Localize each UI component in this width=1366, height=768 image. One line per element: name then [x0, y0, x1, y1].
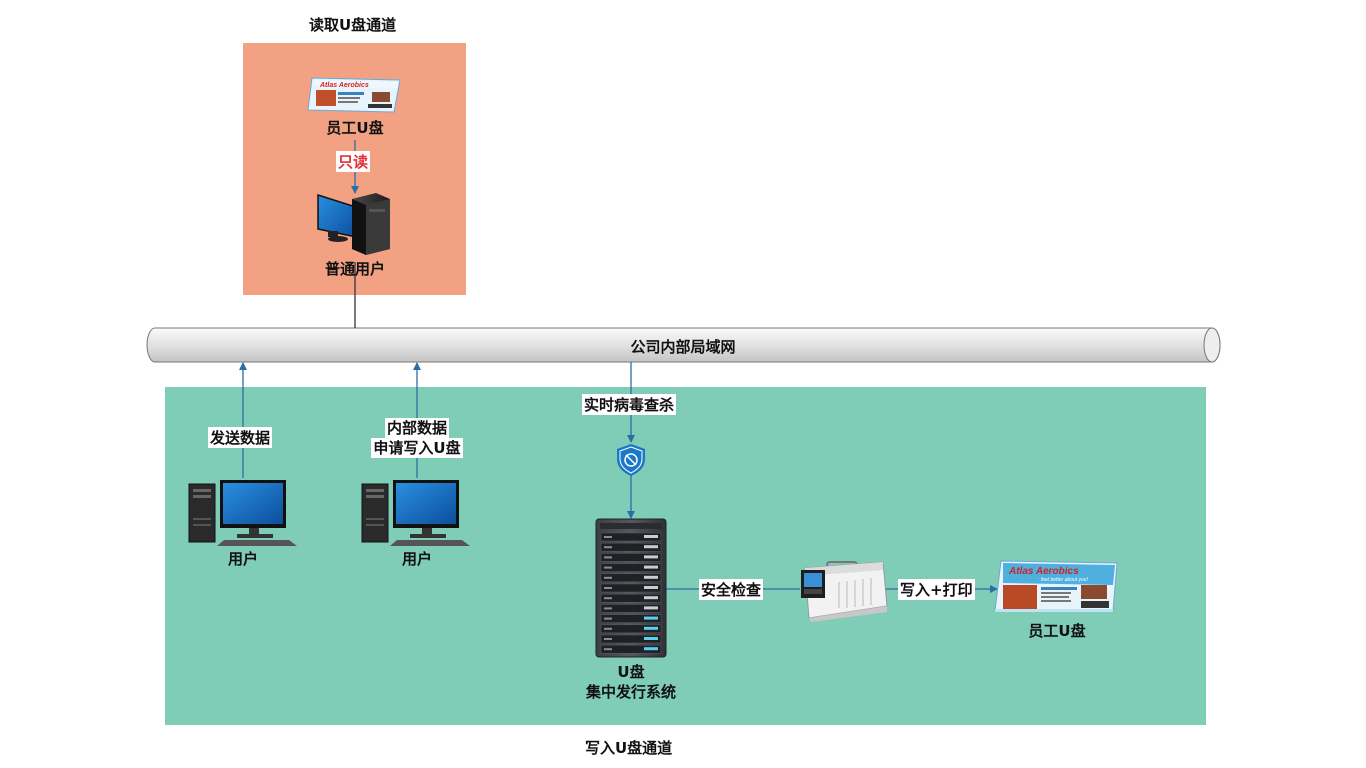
- read-channel-title: 读取U盘通道: [309, 16, 397, 34]
- server-bay-indicator: [604, 587, 612, 589]
- server-bay: [600, 593, 662, 603]
- server-bay: [600, 573, 662, 583]
- server-bay: [600, 532, 662, 542]
- server-bay-light: [644, 647, 658, 651]
- server-bay-light: [644, 596, 658, 600]
- write-channel-title: 写入U盘通道: [585, 739, 673, 757]
- server-bay-indicator: [604, 566, 612, 569]
- server-rack-icon: [595, 518, 667, 658]
- server-bay-light: [644, 545, 658, 549]
- internal-data-edge-label: 内部数据 申请写入U盘: [366, 418, 468, 458]
- server-bay: [600, 614, 662, 623]
- server-bay-light: [644, 626, 658, 630]
- svg-text:Atlas Aerobics: Atlas Aerobics: [319, 82, 369, 89]
- antivirus-edge-label: 实时病毒查杀: [582, 394, 677, 415]
- server-bay-light: [644, 565, 658, 569]
- card-icon: Atlas Aerobics feel better about you!: [994, 560, 1118, 612]
- server-bay: [600, 563, 662, 572]
- server-label-line2: 集中发行系统: [585, 683, 676, 701]
- server-bay-light: [644, 575, 658, 579]
- server-bay: [600, 624, 662, 634]
- network-pipe: [146, 327, 1221, 363]
- server-bay-light: [644, 535, 658, 538]
- server-bay-indicator: [604, 546, 612, 549]
- server-bay-light: [644, 586, 658, 589]
- server-bay: [600, 634, 662, 644]
- user1-label: 用户: [227, 550, 258, 568]
- server-bay-light: [644, 555, 658, 559]
- server-bay-indicator: [604, 597, 612, 600]
- internal-data-line2: 申请写入U盘: [371, 438, 463, 458]
- svg-text:Atlas Aerobics: Atlas Aerobics: [1008, 566, 1079, 577]
- server-bay-indicator: [604, 536, 612, 538]
- server-bay: [600, 604, 662, 613]
- server-bay-indicator: [604, 556, 612, 559]
- write-channel-zone: [165, 387, 1206, 725]
- server-bay-light: [644, 606, 658, 610]
- svg-text:feel better about you!: feel better about you!: [1041, 577, 1089, 583]
- card-printer-icon: [801, 561, 888, 622]
- server-label-line1: U盘: [617, 663, 645, 681]
- server-bay-light: [644, 616, 658, 620]
- internal-data-line1: 内部数据: [384, 418, 449, 438]
- readonly-edge-label: 只读: [336, 151, 371, 172]
- server-bay: [600, 644, 662, 654]
- workstation-icon: [361, 480, 470, 546]
- workstation-icon: [188, 480, 297, 546]
- shield-icon: [617, 444, 645, 476]
- network-label: 公司内部局域网: [630, 338, 736, 356]
- server-bay-light: [644, 637, 658, 640]
- server-bay-indicator: [604, 607, 612, 610]
- read-usb-label: 员工U盘: [326, 119, 384, 137]
- user2-label: 用户: [401, 550, 432, 568]
- regular-user-label: 普通用户: [324, 260, 385, 278]
- write-print-edge-label: 写入+打印: [898, 579, 975, 600]
- server-bay-indicator: [604, 627, 612, 630]
- server-bay-indicator: [604, 576, 612, 579]
- desktop-computer-icon: [317, 193, 390, 255]
- server-bay-indicator: [604, 638, 612, 640]
- send-data-edge-label: 发送数据: [208, 427, 273, 448]
- server-bay-indicator: [604, 648, 612, 651]
- card-icon: Atlas Aerobics: [307, 77, 401, 113]
- server-label: U盘 集中发行系统: [571, 662, 691, 702]
- server-bay: [600, 583, 662, 593]
- security-check-edge-label: 安全检查: [699, 579, 764, 600]
- write-usb-label: 员工U盘: [1028, 622, 1086, 640]
- server-bay: [600, 553, 662, 562]
- server-bay-indicator: [604, 617, 612, 620]
- server-bay: [600, 542, 662, 552]
